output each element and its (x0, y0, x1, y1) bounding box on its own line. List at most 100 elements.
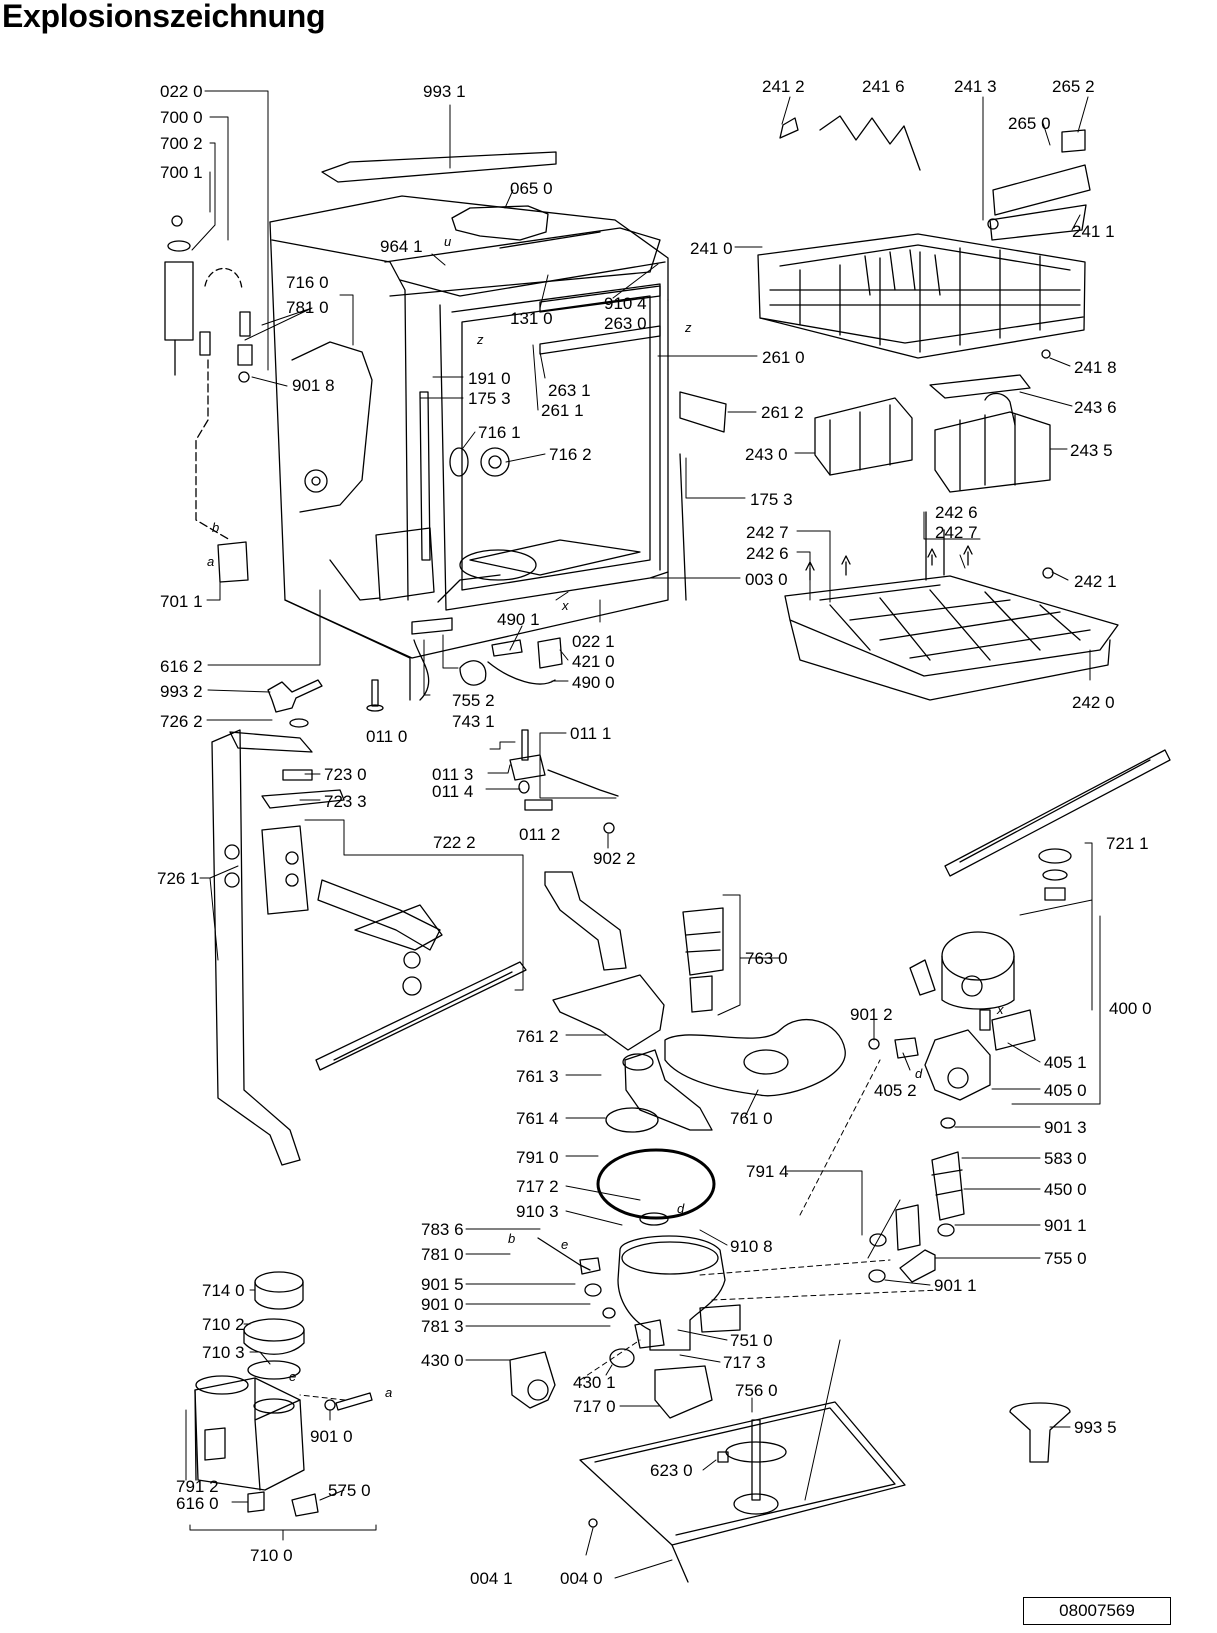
part-label-710-0: 710 0 (250, 1546, 293, 1565)
part-label-723-3: 723 3 (324, 792, 367, 811)
part-label-011-2: 011 2 (519, 825, 560, 844)
part-label-761-3: 761 3 (516, 1067, 559, 1086)
water-softener-drawing (194, 1271, 373, 1517)
part-label-241-1: 241 1 (1072, 222, 1115, 241)
sump-filter-drawing (509, 871, 846, 1419)
part-label-901-5: 901 5 (421, 1275, 464, 1294)
upper-spray-arm-drawing (944, 749, 1171, 901)
part-label-781-0-b: 781 0 (421, 1245, 464, 1264)
drain-hoses-drawing (868, 1117, 965, 1283)
part-labels: 022 0 700 0 700 2 700 1 993 1 065 0 964 … (157, 77, 1152, 1588)
part-label-964-1: 964 1 (380, 237, 423, 256)
part-label-721-1: 721 1 (1106, 834, 1149, 853)
part-label-901-0: 901 0 (421, 1295, 464, 1314)
part-label-004-1: 004 1 (470, 1569, 513, 1588)
cutlery-baskets-drawing (814, 374, 1051, 493)
part-label-783-6: 783 6 (421, 1220, 464, 1239)
part-label-781-3: 781 3 (421, 1317, 464, 1336)
part-label-261-0: 261 0 (762, 348, 805, 367)
part-label-175-3: 175 3 (468, 389, 511, 408)
part-label-263-0: 263 0 (604, 314, 647, 333)
part-label-261-1: 261 1 (541, 401, 584, 420)
level-switch-drawing (411, 617, 563, 701)
part-label-011-0: 011 0 (366, 727, 407, 746)
part-label-003-0: 003 0 (745, 570, 788, 589)
part-label-191-0: 191 0 (468, 369, 511, 388)
inlet-hose-drawing (164, 215, 253, 583)
marker-d: d (915, 1066, 923, 1081)
part-label-421-0: 421 0 (572, 652, 615, 671)
part-label-716-0: 716 0 (286, 273, 329, 292)
part-label-241-0: 241 0 (690, 239, 733, 258)
marker-u: u (444, 234, 451, 249)
part-label-710-2: 710 2 (202, 1315, 245, 1334)
part-label-265-0: 265 0 (1008, 114, 1051, 133)
part-label-022-0: 022 0 (160, 82, 203, 101)
part-label-781-0: 781 0 (286, 298, 329, 317)
part-label-265-2: 265 2 (1052, 77, 1095, 96)
part-label-575-0: 575 0 (328, 1481, 371, 1500)
part-label-701-1: 701 1 (160, 592, 203, 611)
part-label-241-2: 241 2 (762, 77, 805, 96)
marker-z: z (476, 332, 484, 347)
part-label-993-5: 993 5 (1074, 1418, 1117, 1437)
part-label-405-0: 405 0 (1044, 1081, 1087, 1100)
part-label-716-2: 716 2 (549, 445, 592, 464)
marker-x: x (996, 1002, 1004, 1017)
part-label-011-4: 011 4 (432, 782, 473, 801)
marker-a: a (207, 554, 214, 569)
side-pipe-drawing (211, 729, 301, 1166)
part-label-755-0: 755 0 (1044, 1249, 1087, 1268)
part-label-700-0: 700 0 (160, 108, 203, 127)
part-label-242-6-b: 242 6 (746, 544, 789, 563)
page-title: Explosionszeichnung (2, 0, 326, 34)
part-label-700-2: 700 2 (160, 134, 203, 153)
marker-x: x (561, 598, 569, 613)
tub-drawing (269, 195, 727, 701)
part-label-791-2: 791 2 (176, 1477, 219, 1496)
part-label-726-2: 726 2 (160, 712, 203, 731)
gasket-065-drawing (451, 205, 549, 241)
hinge-parts-drawing (366, 679, 619, 834)
part-label-910-4: 910 4 (604, 294, 647, 313)
marker-z: z (684, 320, 692, 335)
part-label-901-0-b: 901 0 (310, 1427, 353, 1446)
part-label-901-1: 901 1 (1044, 1216, 1087, 1235)
part-label-623-0: 623 0 (650, 1461, 693, 1480)
part-label-910-8: 910 8 (730, 1237, 773, 1256)
part-label-722-2: 722 2 (433, 833, 476, 852)
part-label-243-6: 243 6 (1074, 398, 1117, 417)
part-label-723-0: 723 0 (324, 765, 367, 784)
part-label-131-0: 131 0 (510, 309, 553, 328)
part-label-242-7: 242 7 (935, 523, 978, 542)
part-label-761-2: 761 2 (516, 1027, 559, 1046)
base-plate-drawing (579, 1401, 906, 1583)
part-label-791-4: 791 4 (746, 1162, 789, 1181)
part-label-241-6: 241 6 (862, 77, 905, 96)
part-label-242-0: 242 0 (1072, 693, 1115, 712)
part-label-710-3: 710 3 (202, 1343, 245, 1362)
part-label-242-7-b: 242 7 (746, 523, 789, 542)
marker-b: b (508, 1231, 515, 1246)
top-panel-drawing (321, 151, 557, 183)
part-label-405-2: 405 2 (874, 1081, 917, 1100)
part-label-243-5: 243 5 (1070, 441, 1113, 460)
part-label-700-1: 700 1 (160, 163, 203, 182)
part-label-243-0: 243 0 (745, 445, 788, 464)
part-label-450-0: 450 0 (1044, 1180, 1087, 1199)
part-label-901-8: 901 8 (292, 376, 335, 395)
part-label-616-2: 616 2 (160, 657, 203, 676)
part-label-751-0: 751 0 (730, 1331, 773, 1350)
part-label-241-8: 241 8 (1074, 358, 1117, 377)
part-label-430-0: 430 0 (421, 1351, 464, 1370)
part-label-726-1: 726 1 (157, 869, 200, 888)
lower-spray-arm-drawing (229, 718, 527, 1071)
part-label-761-4: 761 4 (516, 1109, 559, 1128)
part-label-910-3: 910 3 (516, 1202, 559, 1221)
assembly-markers: u z z x b a x d b e d e a (207, 234, 1004, 1400)
marker-d: d (677, 1201, 685, 1216)
part-label-791-0: 791 0 (516, 1148, 559, 1167)
part-label-261-2: 261 2 (761, 403, 804, 422)
part-label-902-2: 902 2 (593, 849, 636, 868)
